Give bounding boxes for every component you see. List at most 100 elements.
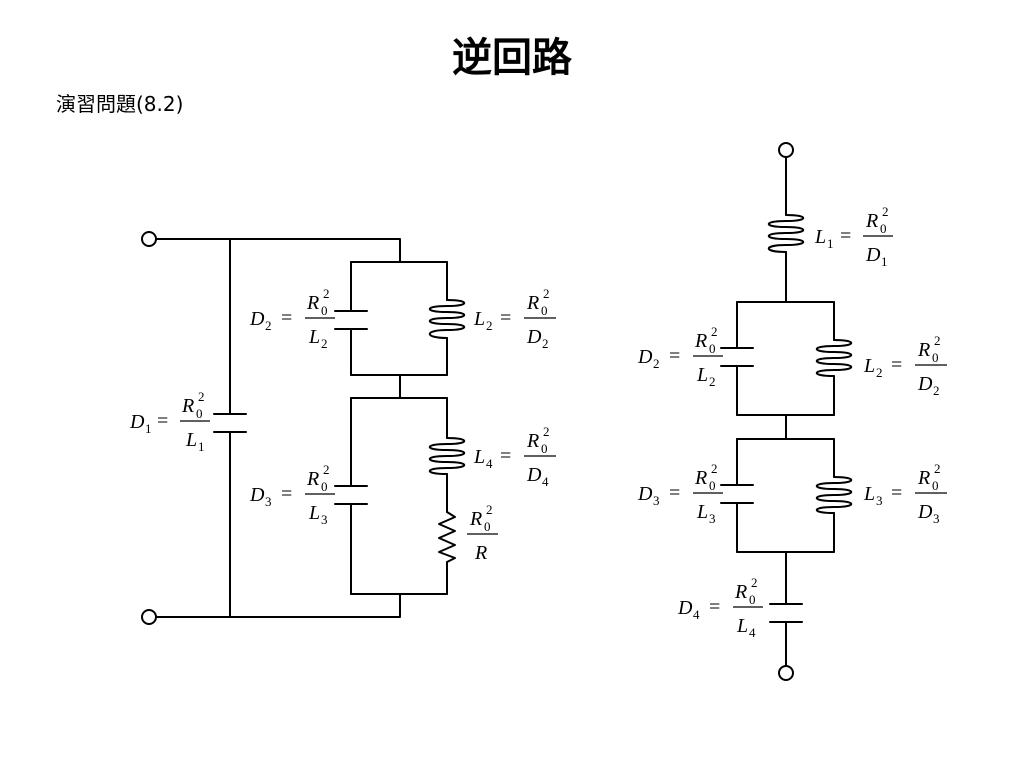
right-terminal-top <box>778 142 794 158</box>
label-left-d1: D 1 = R 0 2 L 1 <box>129 389 205 454</box>
rl1-num-sup: 2 <box>882 204 889 219</box>
rl1-lhs: L <box>814 226 826 248</box>
rl3-num-sup: 2 <box>934 461 941 476</box>
rd3-num-sub: 0 <box>709 478 716 493</box>
d3-lhs-sub: 3 <box>265 494 272 509</box>
rd2-num-sup: 2 <box>711 324 718 339</box>
rd2-den: L <box>696 364 708 386</box>
l2-equals: = <box>500 307 511 329</box>
exercise-label: 演習問題(8.2) <box>56 92 184 116</box>
rl2-lhs-sub: 2 <box>876 365 883 380</box>
capacitor-d4 <box>769 603 803 623</box>
r-num: R <box>469 508 482 530</box>
rd3-lhs-sub: 3 <box>653 493 660 508</box>
capacitor-d2 <box>334 310 368 330</box>
label-right-d4: D 4 = R 0 2 L 4 <box>677 575 758 640</box>
d1-den: L <box>185 429 197 451</box>
rd2-den-sub: 2 <box>709 374 716 389</box>
rd4-lhs-sub: 4 <box>693 607 700 622</box>
rd2-equals: = <box>669 345 680 367</box>
rl1-num: R <box>865 210 878 232</box>
l2-num-sub: 0 <box>541 303 548 318</box>
label-left-d3: D 3 = R 0 2 L 3 <box>249 462 330 527</box>
d3-num: R <box>306 468 319 490</box>
inductor-l2 <box>428 299 466 339</box>
rl3-equals: = <box>891 482 902 504</box>
rl2-num: R <box>917 339 930 361</box>
d3-den: L <box>308 502 320 524</box>
l2-num: R <box>526 292 539 314</box>
label-left-r: R 0 2 R <box>469 502 493 564</box>
rd2-num: R <box>694 330 707 352</box>
d1-den-sub: 1 <box>198 439 205 454</box>
d1-num-sup: 2 <box>198 389 205 404</box>
d2-equals: = <box>281 307 292 329</box>
l4-lhs-sub: 4 <box>486 456 493 471</box>
rl3-den: D <box>917 501 933 523</box>
d3-lhs: D <box>249 484 265 506</box>
l4-lhs: L <box>473 446 485 468</box>
label-left-l4: L 4 = R 0 2 D 4 <box>473 424 550 489</box>
rl2-lhs: L <box>863 355 875 377</box>
rd4-equals: = <box>709 596 720 618</box>
d2-lhs: D <box>249 308 265 330</box>
left-wires <box>155 238 448 618</box>
rd3-num-sup: 2 <box>711 461 718 476</box>
inductor-l3 <box>815 476 853 514</box>
rd3-equals: = <box>669 482 680 504</box>
rd3-den-sub: 3 <box>709 511 716 526</box>
rl3-lhs-sub: 3 <box>876 493 883 508</box>
d2-lhs-sub: 2 <box>265 318 272 333</box>
resistor-r <box>438 511 456 563</box>
label-left-d2: D 2 = R 0 2 L 2 <box>249 286 330 351</box>
rl3-den-sub: 3 <box>933 511 940 526</box>
label-right-d3: D 3 = R 0 2 L 3 <box>637 461 718 526</box>
rl1-num-sub: 0 <box>880 221 887 236</box>
rd3-den: L <box>696 501 708 523</box>
r-num-sup: 2 <box>486 502 493 517</box>
left-terminal-bottom <box>141 609 157 625</box>
l2-den: D <box>526 326 542 348</box>
r-den: R <box>474 542 487 564</box>
rl3-num-sub: 0 <box>932 478 939 493</box>
rd2-num-sub: 0 <box>709 341 716 356</box>
l4-num-sup: 2 <box>543 424 550 439</box>
rd4-num-sup: 2 <box>751 575 758 590</box>
rd3-lhs: D <box>637 483 653 505</box>
rl1-den: D <box>865 244 881 266</box>
capacitor-d1 <box>213 413 247 433</box>
rl1-den-sub: 1 <box>881 254 888 269</box>
rl2-num-sup: 2 <box>934 333 941 348</box>
rl1-lhs-sub: 1 <box>827 236 834 251</box>
right-terminal-bottom <box>778 665 794 681</box>
rl1-equals: = <box>840 225 851 247</box>
d3-num-sub: 0 <box>321 479 328 494</box>
l2-lhs: L <box>473 308 485 330</box>
rd4-den-sub: 4 <box>749 625 756 640</box>
d2-den-sub: 2 <box>321 336 328 351</box>
l4-num: R <box>526 430 539 452</box>
rd4-lhs: D <box>677 597 693 619</box>
d2-num-sub: 0 <box>321 303 328 318</box>
d1-lhs-sub: 1 <box>145 421 152 436</box>
label-right-l1: L 1 = R 0 2 D 1 <box>814 204 889 269</box>
rd4-den: L <box>736 615 748 637</box>
label-right-l2: L 2 = R 0 2 D 2 <box>863 333 941 398</box>
l4-den-sub: 4 <box>542 474 549 489</box>
d1-lhs: D <box>129 411 145 433</box>
r-num-sub: 0 <box>484 519 491 534</box>
rl2-den-sub: 2 <box>933 383 940 398</box>
rl2-equals: = <box>891 354 902 376</box>
inductor-l2-right <box>815 339 853 377</box>
rl3-lhs: L <box>863 483 875 505</box>
d1-num-sub: 0 <box>196 406 203 421</box>
left-circuit <box>141 231 466 625</box>
fraction-bars <box>180 235 947 608</box>
rd2-lhs: D <box>637 346 653 368</box>
inductor-l4 <box>428 437 466 475</box>
d3-den-sub: 3 <box>321 512 328 527</box>
label-right-d2: D 2 = R 0 2 L 2 <box>637 324 718 389</box>
d1-num: R <box>181 395 194 417</box>
d2-num-sup: 2 <box>323 286 330 301</box>
